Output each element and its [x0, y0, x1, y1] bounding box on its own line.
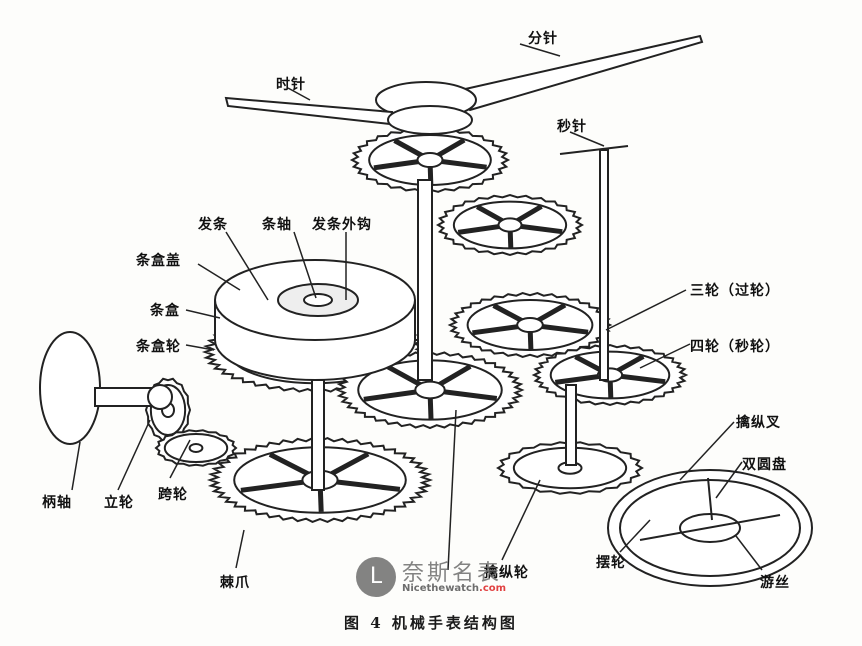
label-barrel-cover: 条盒盖 — [136, 253, 181, 269]
label-fourth-wheel: 四轮（秒轮） — [690, 339, 780, 355]
label-hairspring: 游丝 — [760, 575, 790, 591]
balance-wheel — [607, 469, 813, 587]
label-crown-stem: 柄轴 — [42, 495, 72, 511]
barrel-shaft — [311, 379, 325, 491]
label-escape-wheel: 擒纵轮 — [484, 565, 529, 581]
gear-escape — [496, 441, 644, 495]
gear-fourth — [531, 343, 689, 407]
label-intermediate-wheel: 跨轮 — [158, 487, 188, 503]
watermark-en-text: Nicethewatch.com — [402, 583, 506, 594]
label-second-hand: 秒针 — [557, 119, 587, 135]
watermark: L 奈斯名表 Nicethewatch.com — [356, 553, 516, 601]
label-mainspring: 发条 — [198, 217, 228, 233]
label-third-wheel: 三轮（过轮） — [690, 283, 780, 299]
label-balance-wheel: 摆轮 — [596, 555, 626, 571]
label-crown-wheel: 立轮 — [104, 495, 134, 511]
label-pallet-fork: 擒纵叉 — [736, 415, 781, 431]
escape-shaft — [565, 384, 577, 466]
gear-minute — [435, 193, 585, 257]
label-double-roller: 双圆盘 — [742, 457, 787, 473]
watermark-cn-text: 奈斯名表 — [402, 561, 503, 586]
second-hand — [559, 145, 629, 155]
watermark-en-suffix: .com — [479, 583, 507, 594]
label-barrel: 条盒 — [150, 303, 180, 319]
label-barrel-wheel: 条盒轮 — [136, 339, 181, 355]
leader-lines — [71, 43, 763, 571]
label-spring-hook: 发条外钩 — [312, 217, 372, 233]
gear-intermediate — [154, 429, 238, 467]
gear-center — [335, 350, 525, 430]
label-minute-hand: 分针 — [528, 31, 558, 47]
watermark-en-name: Nicethewatch — [402, 583, 480, 594]
label-click: 棘爪 — [220, 575, 250, 591]
figure-caption: 图 4 机械手表结构图 — [344, 614, 518, 632]
label-hour-hand: 时针 — [276, 77, 306, 93]
gear-cannon — [349, 127, 511, 193]
barrel-body — [214, 259, 416, 381]
label-arbor: 条轴 — [262, 217, 292, 233]
gear-third — [447, 292, 613, 358]
center-shaft — [417, 179, 433, 381]
watermark-logo-icon: L — [356, 557, 396, 597]
crown — [39, 331, 173, 445]
hour-hand — [224, 96, 473, 135]
seconds-shaft — [599, 149, 609, 381]
